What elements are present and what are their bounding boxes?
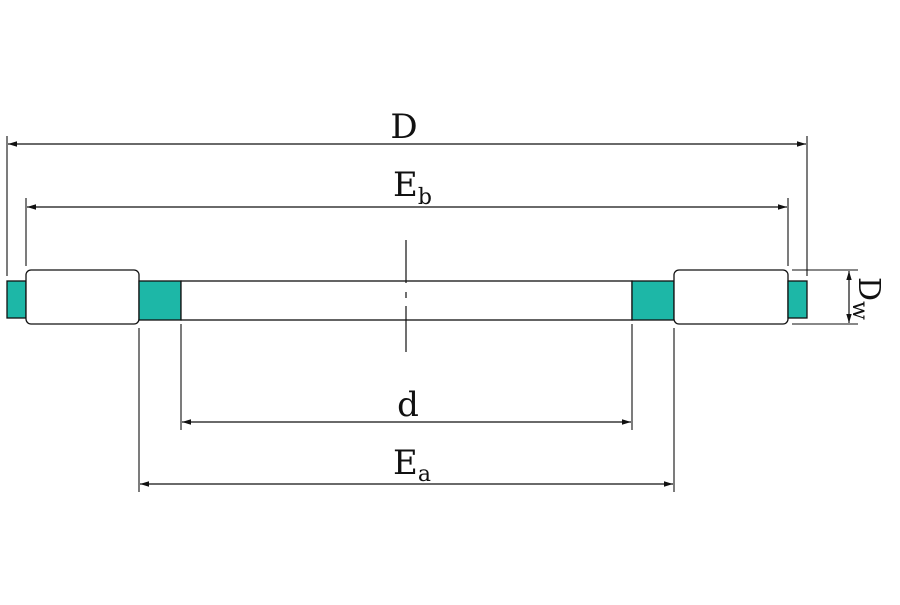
- cage-left-outer: [6, 280, 27, 319]
- label-Eb-main: E: [393, 165, 418, 205]
- label-Ea-sub: a: [418, 462, 431, 487]
- dimension-lines: [8, 141, 852, 487]
- label-Dw-main: D: [851, 277, 886, 301]
- label-Eb-sub: b: [418, 185, 432, 210]
- extension-lines: [6, 136, 858, 492]
- label-Dw-sub: w: [847, 301, 872, 320]
- cage-right-inner: [631, 280, 675, 321]
- roller-left: [25, 269, 140, 325]
- label-Ea: Ea: [393, 443, 431, 487]
- cage-right-outer: [787, 280, 808, 319]
- label-d: d: [397, 385, 419, 425]
- label-D: D: [390, 107, 417, 147]
- cage-left-inner: [138, 280, 182, 321]
- label-Dw: Dw: [847, 277, 886, 320]
- roller-right: [673, 269, 789, 325]
- dimension-labels: D Eb d Ea Dw: [390, 107, 886, 487]
- label-Ea-main: E: [393, 443, 418, 483]
- bearing-body: [6, 269, 808, 325]
- label-Eb: Eb: [393, 165, 432, 210]
